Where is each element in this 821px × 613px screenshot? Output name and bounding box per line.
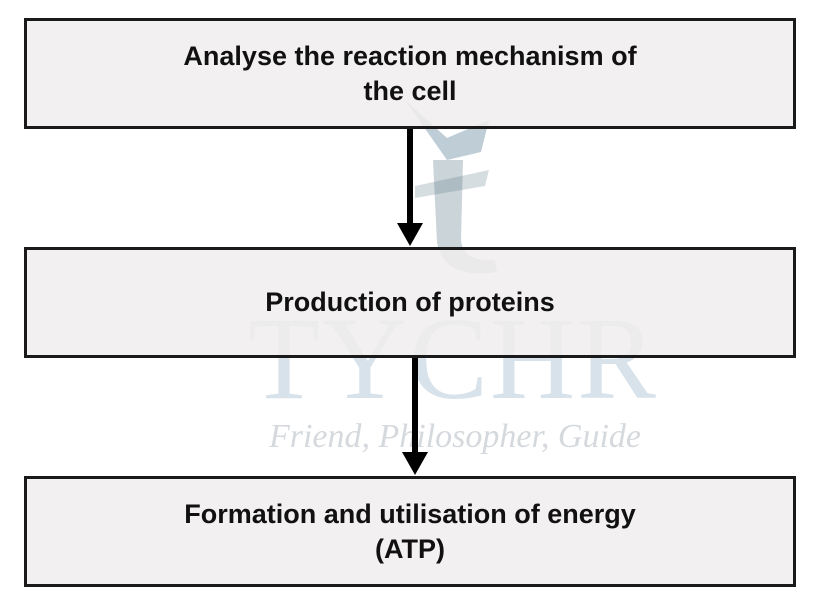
arrow-down-icon [402,358,428,475]
flow-step-3: Formation and utilisation of energy (ATP… [24,476,796,587]
flow-step-2-line1: Production of proteins [265,287,555,317]
watermark-tagline: Friend, Philosopher, Guide [268,418,642,455]
flow-step-1-line1: Analyse the reaction mechanism of [183,40,637,71]
flow-step-1-line2: the cell [363,75,457,106]
arrow-down-icon [397,129,423,246]
flow-step-3-line2: (ATP) [375,533,445,564]
flow-step-3-line1: Formation and utilisation of energy [184,498,636,529]
flow-step-1: Analyse the reaction mechanism of the ce… [24,18,796,129]
flow-step-2: Production of proteins [24,247,796,358]
